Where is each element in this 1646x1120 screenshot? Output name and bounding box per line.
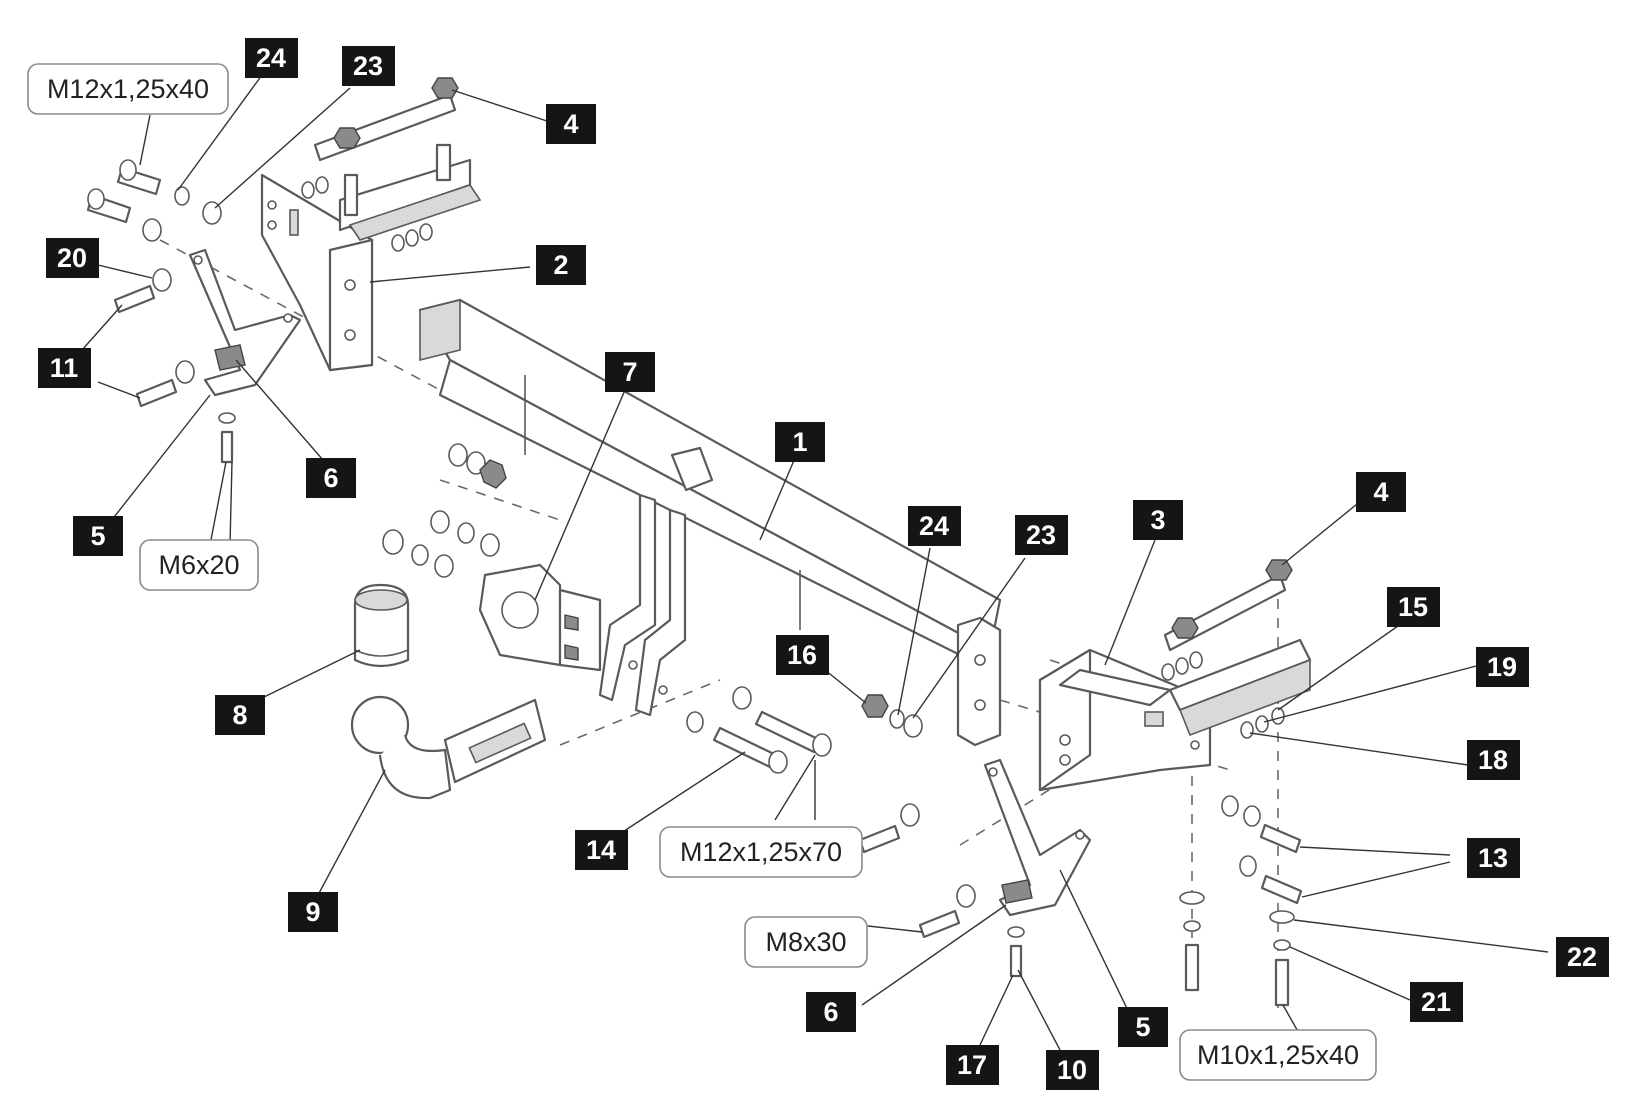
svg-text:20: 20: [57, 243, 87, 273]
callout-17: 17: [946, 1045, 999, 1085]
callout-18: 18: [1467, 740, 1520, 780]
callout-5-left: 5: [73, 516, 123, 556]
ball-mount-plates: [598, 493, 687, 717]
callout-11: 11: [38, 348, 91, 388]
callout-7: 7: [605, 352, 655, 392]
callout-16: 16: [776, 635, 829, 675]
right-fasteners: [858, 651, 1303, 1007]
svg-text:24: 24: [256, 43, 286, 73]
svg-text:14: 14: [586, 835, 616, 865]
callout-20: 20: [46, 238, 99, 278]
callout-1: 1: [775, 422, 825, 462]
svg-text:M12x1,25x70: M12x1,25x70: [680, 837, 842, 867]
callout-21: 21: [1410, 982, 1463, 1022]
callout-8: 8: [215, 695, 265, 735]
svg-text:24: 24: [919, 511, 949, 541]
svg-text:3: 3: [1150, 505, 1165, 535]
socket-cover: [353, 583, 410, 668]
callout-9: 9: [288, 892, 338, 932]
svg-text:M10x1,25x40: M10x1,25x40: [1197, 1040, 1359, 1070]
callout-5-right: 5: [1118, 1007, 1168, 1047]
svg-text:1: 1: [792, 427, 807, 457]
spec-m10x1-25x40: M10x1,25x40: [1179, 1029, 1377, 1081]
callout-6-left: 6: [306, 458, 356, 498]
callout-24-mid: 24: [908, 506, 961, 546]
svg-text:7: 7: [622, 357, 637, 387]
svg-text:4: 4: [563, 109, 578, 139]
left-lower-bracket: [188, 248, 302, 397]
callout-14: 14: [575, 830, 628, 870]
svg-text:2: 2: [553, 250, 568, 280]
callout-23-top: 23: [342, 46, 395, 86]
svg-text:5: 5: [90, 521, 105, 551]
svg-text:23: 23: [1026, 520, 1056, 550]
leader-lines: [81, 74, 1549, 1051]
svg-text:18: 18: [1478, 745, 1508, 775]
right-strap: [1163, 559, 1293, 652]
svg-text:22: 22: [1567, 942, 1597, 972]
callout-4-right: 4: [1356, 472, 1406, 512]
svg-text:9: 9: [305, 897, 320, 927]
callout-19: 19: [1476, 647, 1529, 687]
callout-4-top: 4: [546, 104, 596, 144]
svg-text:6: 6: [823, 997, 838, 1027]
callout-23-mid: 23: [1015, 515, 1068, 555]
spec-m12x1-25x70: M12x1,25x70: [659, 826, 863, 878]
svg-text:5: 5: [1135, 1012, 1150, 1042]
callout-24-top: 24: [245, 38, 298, 78]
tow-ball: [350, 695, 547, 800]
svg-text:M8x30: M8x30: [765, 927, 846, 957]
svg-text:6: 6: [323, 463, 338, 493]
callout-6-right: 6: [806, 992, 856, 1032]
svg-text:10: 10: [1057, 1055, 1087, 1085]
left-strap: [313, 77, 459, 217]
socket-plate: [382, 510, 602, 672]
callout-2: 2: [536, 245, 586, 285]
svg-text:11: 11: [50, 353, 79, 383]
svg-text:16: 16: [787, 640, 817, 670]
svg-text:21: 21: [1421, 987, 1451, 1017]
svg-text:8: 8: [232, 700, 247, 730]
left-side-bracket: [260, 158, 482, 372]
callout-3: 3: [1133, 500, 1183, 540]
svg-text:4: 4: [1373, 477, 1388, 507]
long-bolts: [686, 686, 832, 774]
cross-beam: [418, 298, 1002, 672]
spec-m12x1-25x40: M12x1,25x40: [27, 63, 229, 115]
callout-15: 15: [1387, 587, 1440, 627]
svg-text:23: 23: [353, 51, 383, 81]
svg-text:M12x1,25x40: M12x1,25x40: [47, 74, 209, 104]
spec-m6x20: M6x20: [139, 539, 259, 591]
svg-text:M6x20: M6x20: [158, 550, 239, 580]
spec-m8x30: M8x30: [744, 916, 868, 968]
callout-10: 10: [1046, 1050, 1099, 1090]
svg-text:19: 19: [1487, 652, 1517, 682]
svg-text:17: 17: [957, 1050, 987, 1080]
callout-22: 22: [1556, 937, 1609, 977]
callout-13: 13: [1467, 838, 1520, 878]
right-side-bracket: [956, 616, 1312, 792]
svg-text:13: 13: [1478, 843, 1508, 873]
svg-text:15: 15: [1398, 592, 1428, 622]
